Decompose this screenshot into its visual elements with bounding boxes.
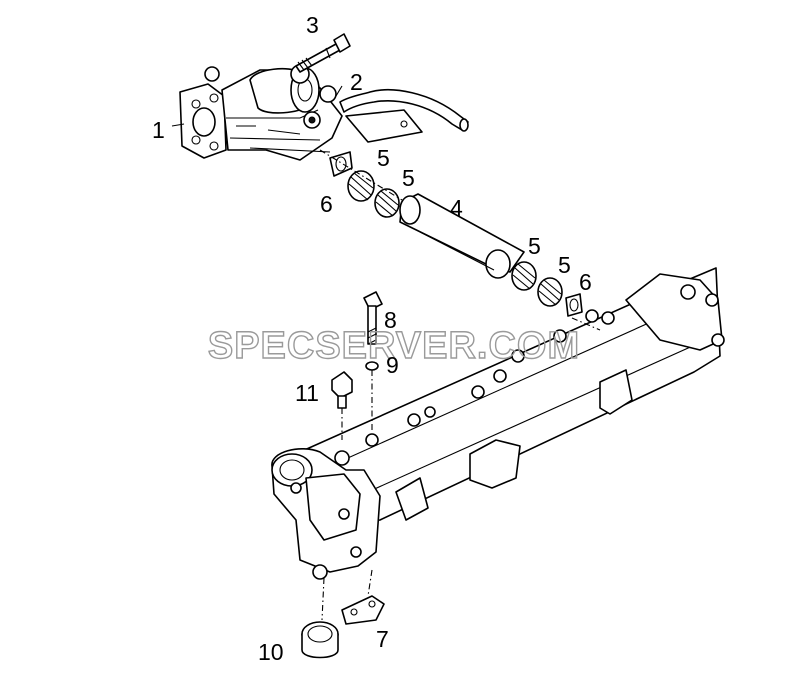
gasket-part-7 bbox=[341, 595, 385, 625]
callout-5c: 5 bbox=[528, 233, 541, 259]
cap-part-10 bbox=[301, 621, 339, 659]
lower-manifold bbox=[271, 267, 725, 580]
gasket-part-6-lower bbox=[565, 293, 583, 317]
bolt-part-3 bbox=[295, 33, 351, 73]
tube-part-4 bbox=[399, 193, 525, 279]
spring-part-5-upper-a bbox=[347, 170, 375, 202]
callout-5d: 5 bbox=[558, 252, 571, 278]
assembly-lines bbox=[319, 149, 601, 621]
bolt-part-8 bbox=[363, 291, 383, 345]
callout-6b: 6 bbox=[579, 269, 592, 295]
leader-lines bbox=[171, 47, 343, 127]
spring-part-5-upper-b bbox=[374, 188, 400, 218]
gasket-part-6-upper bbox=[329, 151, 353, 177]
pipe-and-bracket-part-2 bbox=[339, 89, 469, 143]
callout-10: 10 bbox=[258, 639, 284, 665]
upper-manifold-part-1 bbox=[179, 64, 343, 161]
watermark: SPECSERVER.COM bbox=[208, 325, 580, 367]
callout-5b: 5 bbox=[402, 165, 415, 191]
callout-3: 3 bbox=[306, 12, 319, 38]
callout-9: 9 bbox=[386, 352, 399, 378]
callout-8: 8 bbox=[384, 307, 397, 333]
callout-1: 1 bbox=[152, 117, 165, 143]
callout-2: 2 bbox=[350, 69, 363, 95]
callout-7: 7 bbox=[376, 626, 389, 652]
callout-5a: 5 bbox=[377, 145, 390, 171]
callout-4: 4 bbox=[450, 195, 463, 221]
callout-6a: 6 bbox=[320, 191, 333, 217]
spring-part-5-lower-a bbox=[511, 261, 537, 291]
plug-part-11 bbox=[331, 371, 353, 409]
callout-11: 11 bbox=[295, 380, 319, 406]
spring-part-5-lower-b bbox=[537, 277, 563, 307]
callout-labels: 1 2 3 4 5 5 5 5 6 6 7 8 9 10 11 bbox=[152, 12, 592, 665]
